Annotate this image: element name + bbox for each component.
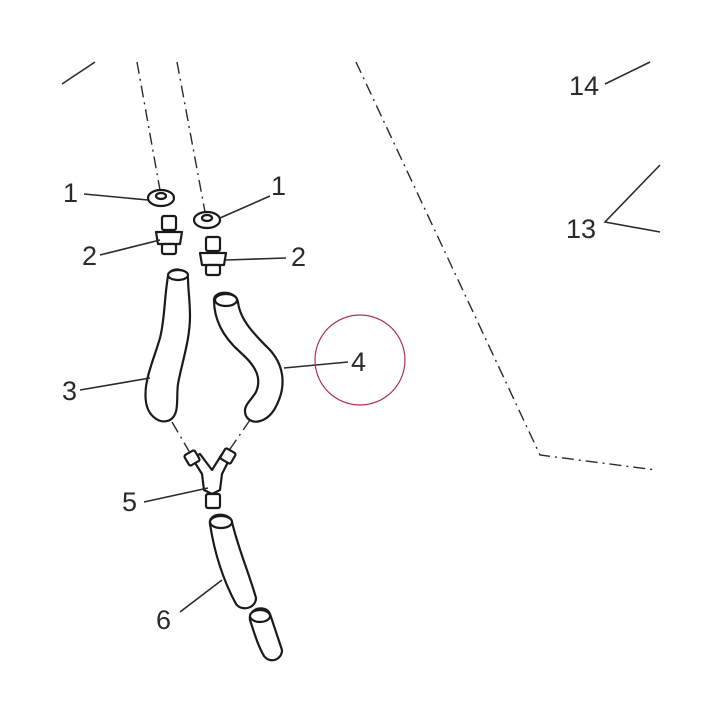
washer-right <box>192 210 222 230</box>
fitting-left <box>154 214 184 256</box>
washer-left <box>146 188 176 208</box>
callout-6: 6 <box>156 605 171 635</box>
highlight-circle <box>314 314 406 406</box>
fitting-right <box>198 235 228 277</box>
callout-14: 14 <box>569 71 599 101</box>
frame-outline <box>61 61 657 471</box>
callout-4: 4 <box>351 347 366 377</box>
callout-3: 3 <box>62 376 77 406</box>
leader-lines <box>79 61 661 613</box>
y-connector <box>183 447 237 510</box>
callout-1-right: 1 <box>271 171 286 201</box>
callout-13: 13 <box>566 214 596 244</box>
callout-2-left: 2 <box>82 241 97 271</box>
hose-3 <box>144 268 192 423</box>
hose-6 <box>208 513 284 662</box>
callout-2-right: 2 <box>291 242 306 272</box>
hose-4 <box>212 291 284 423</box>
callout-1-left: 1 <box>63 178 78 208</box>
callout-labels: 1 1 2 2 3 4 5 6 13 14 <box>62 71 599 635</box>
callout-5: 5 <box>122 487 137 517</box>
